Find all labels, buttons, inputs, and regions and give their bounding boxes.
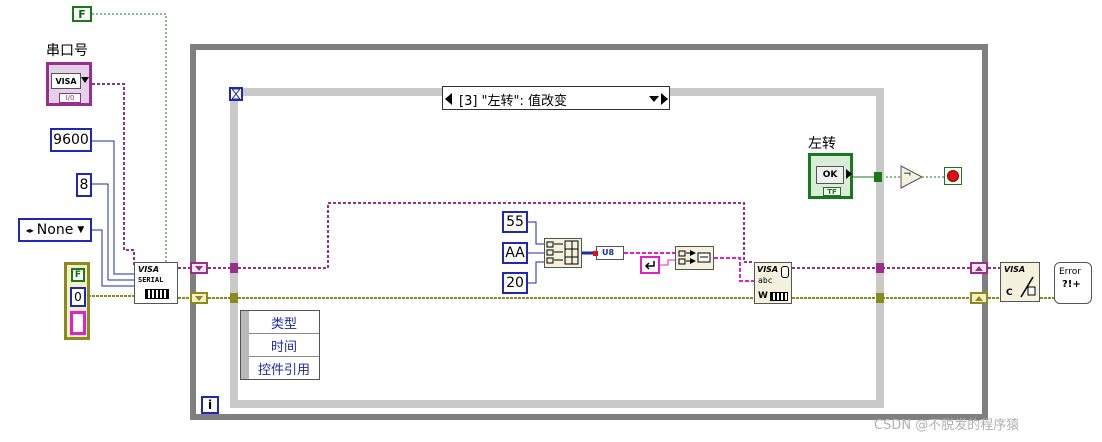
left-turn-tf-tag: TF: [823, 187, 841, 196]
build-array-node[interactable]: [544, 238, 582, 268]
error-code-constant[interactable]: 0: [70, 287, 86, 307]
byte-constant-AA[interactable]: AA: [502, 242, 528, 264]
visa-configure-serial-node[interactable]: VISA SERIAL: [134, 262, 178, 304]
shift-register-down-icon: [195, 265, 203, 271]
enum-updown-icon[interactable]: ◂▸: [25, 225, 34, 235]
event-data-type: 类型: [249, 311, 319, 334]
event-case-selector[interactable]: [3] "左转": 值改变: [442, 86, 670, 110]
stop-false-wire: [92, 13, 167, 264]
dropdown-arrow-icon[interactable]: [649, 96, 659, 102]
event-data-node-bar: [241, 311, 249, 379]
byte-constant-55[interactable]: 55: [502, 211, 528, 233]
terminal-arrow-icon: [846, 169, 852, 179]
event-tunnel-visa-in: [230, 263, 238, 273]
simple-error-handler-node[interactable]: Error ?!+: [1054, 262, 1092, 304]
increment-arrow-icon[interactable]: [661, 93, 668, 105]
eol-wire: [660, 259, 675, 266]
visa-close-node[interactable]: VISA C: [1000, 262, 1040, 302]
hourglass-icon: [232, 89, 240, 99]
byte-55-wire: [528, 221, 544, 245]
right-shift-register-visa[interactable]: [970, 262, 988, 274]
event-tunnel-error-in: [230, 293, 238, 303]
decrement-arrow-icon[interactable]: [445, 93, 452, 105]
visa-dropdown-icon[interactable]: [81, 77, 89, 83]
event-data-time: 时间: [249, 334, 319, 357]
pencil-icon: [781, 266, 789, 278]
data-bits-wire: [92, 183, 134, 281]
not-symbol: ¬: [903, 169, 912, 180]
visa-write-w: W: [758, 291, 768, 301]
not-function-node[interactable]: [900, 165, 924, 189]
to-u8-node[interactable]: U8: [593, 246, 624, 260]
visa-configure-sub: SERIAL: [138, 276, 164, 284]
visa-close-c: C: [1006, 288, 1013, 298]
shift-register-down-icon: [195, 295, 203, 301]
close-cable-icon: [1020, 276, 1036, 298]
left-shift-register-visa[interactable]: [190, 262, 208, 274]
error-handler-sym: ?!+: [1062, 279, 1081, 290]
error-status-constant[interactable]: F: [71, 268, 85, 282]
visa-resource-box: VISA: [51, 73, 81, 89]
right-shift-register-error[interactable]: [970, 292, 988, 304]
return-arrow-icon: [644, 261, 655, 270]
string-wire: [714, 257, 754, 282]
event-tunnel-visa-out: [876, 263, 884, 273]
left-turn-label: 左转: [808, 136, 836, 152]
event-case-label: [3] "左转": 值改变: [459, 94, 568, 109]
left-shift-register-error[interactable]: [190, 292, 208, 304]
baud-rate-wire: [92, 140, 134, 275]
coercion-dot: [593, 251, 598, 256]
parity-value: None: [36, 222, 74, 238]
event-data-ctlref: 控件引用: [249, 357, 319, 379]
loop-iteration-terminal: i: [201, 396, 219, 414]
concatenate-icon: [678, 250, 711, 265]
visa-configure-title: VISA: [138, 265, 160, 274]
error-cluster-constant[interactable]: F 0: [64, 262, 90, 340]
serial-port-label: 串口号: [46, 43, 88, 59]
build-array-icon: [546, 240, 579, 265]
visa-io-tag: I/0: [59, 93, 81, 103]
visa-write-node[interactable]: VISA abc W: [754, 262, 792, 304]
concatenate-node[interactable]: [675, 246, 714, 270]
parity-enum-constant[interactable]: ◂▸ None ▼: [18, 218, 92, 242]
shift-register-up-icon: [975, 265, 983, 271]
visa-wire-inside: [238, 202, 754, 269]
stop-false-constant[interactable]: F: [72, 6, 92, 22]
while-loop[interactable]: [190, 44, 988, 420]
error-source-constant[interactable]: [70, 311, 86, 335]
event-tunnel-bool-out: [874, 172, 882, 182]
event-tunnel-error-out: [876, 293, 884, 303]
error-handler-title: Error: [1059, 267, 1081, 277]
visa-close-title: VISA: [1004, 265, 1026, 274]
visa-write-abc: abc: [758, 276, 773, 285]
left-turn-ok-button[interactable]: OK: [816, 166, 844, 184]
event-timeout-terminal: [229, 87, 243, 101]
visa-write-connector-icon: [770, 292, 788, 301]
event-data-node[interactable]: 类型 时间 控件引用: [240, 310, 320, 380]
serial-connector-icon: [145, 289, 169, 299]
shift-register-up-icon: [975, 295, 983, 301]
visa-write-title: VISA: [757, 265, 779, 274]
byte-constant-20[interactable]: 20: [502, 272, 528, 294]
left-turn-button-terminal[interactable]: OK TF: [808, 153, 853, 199]
enum-dropdown-icon[interactable]: ▼: [77, 225, 85, 235]
byte-20-wire: [528, 261, 544, 284]
visa-resource-control[interactable]: VISA I/0: [46, 62, 92, 106]
loop-stop-terminal[interactable]: [944, 167, 962, 185]
data-bits-constant[interactable]: 8: [76, 173, 92, 197]
baud-rate-constant[interactable]: 9600: [50, 128, 92, 152]
watermark: CSDN @不脱发的程序猿: [874, 418, 1020, 433]
u8-label: U8: [602, 248, 615, 257]
stop-icon: [947, 170, 959, 182]
visa-resource-wire: [92, 83, 135, 266]
parity-wire: [92, 229, 134, 287]
end-of-line-constant[interactable]: [640, 256, 660, 274]
